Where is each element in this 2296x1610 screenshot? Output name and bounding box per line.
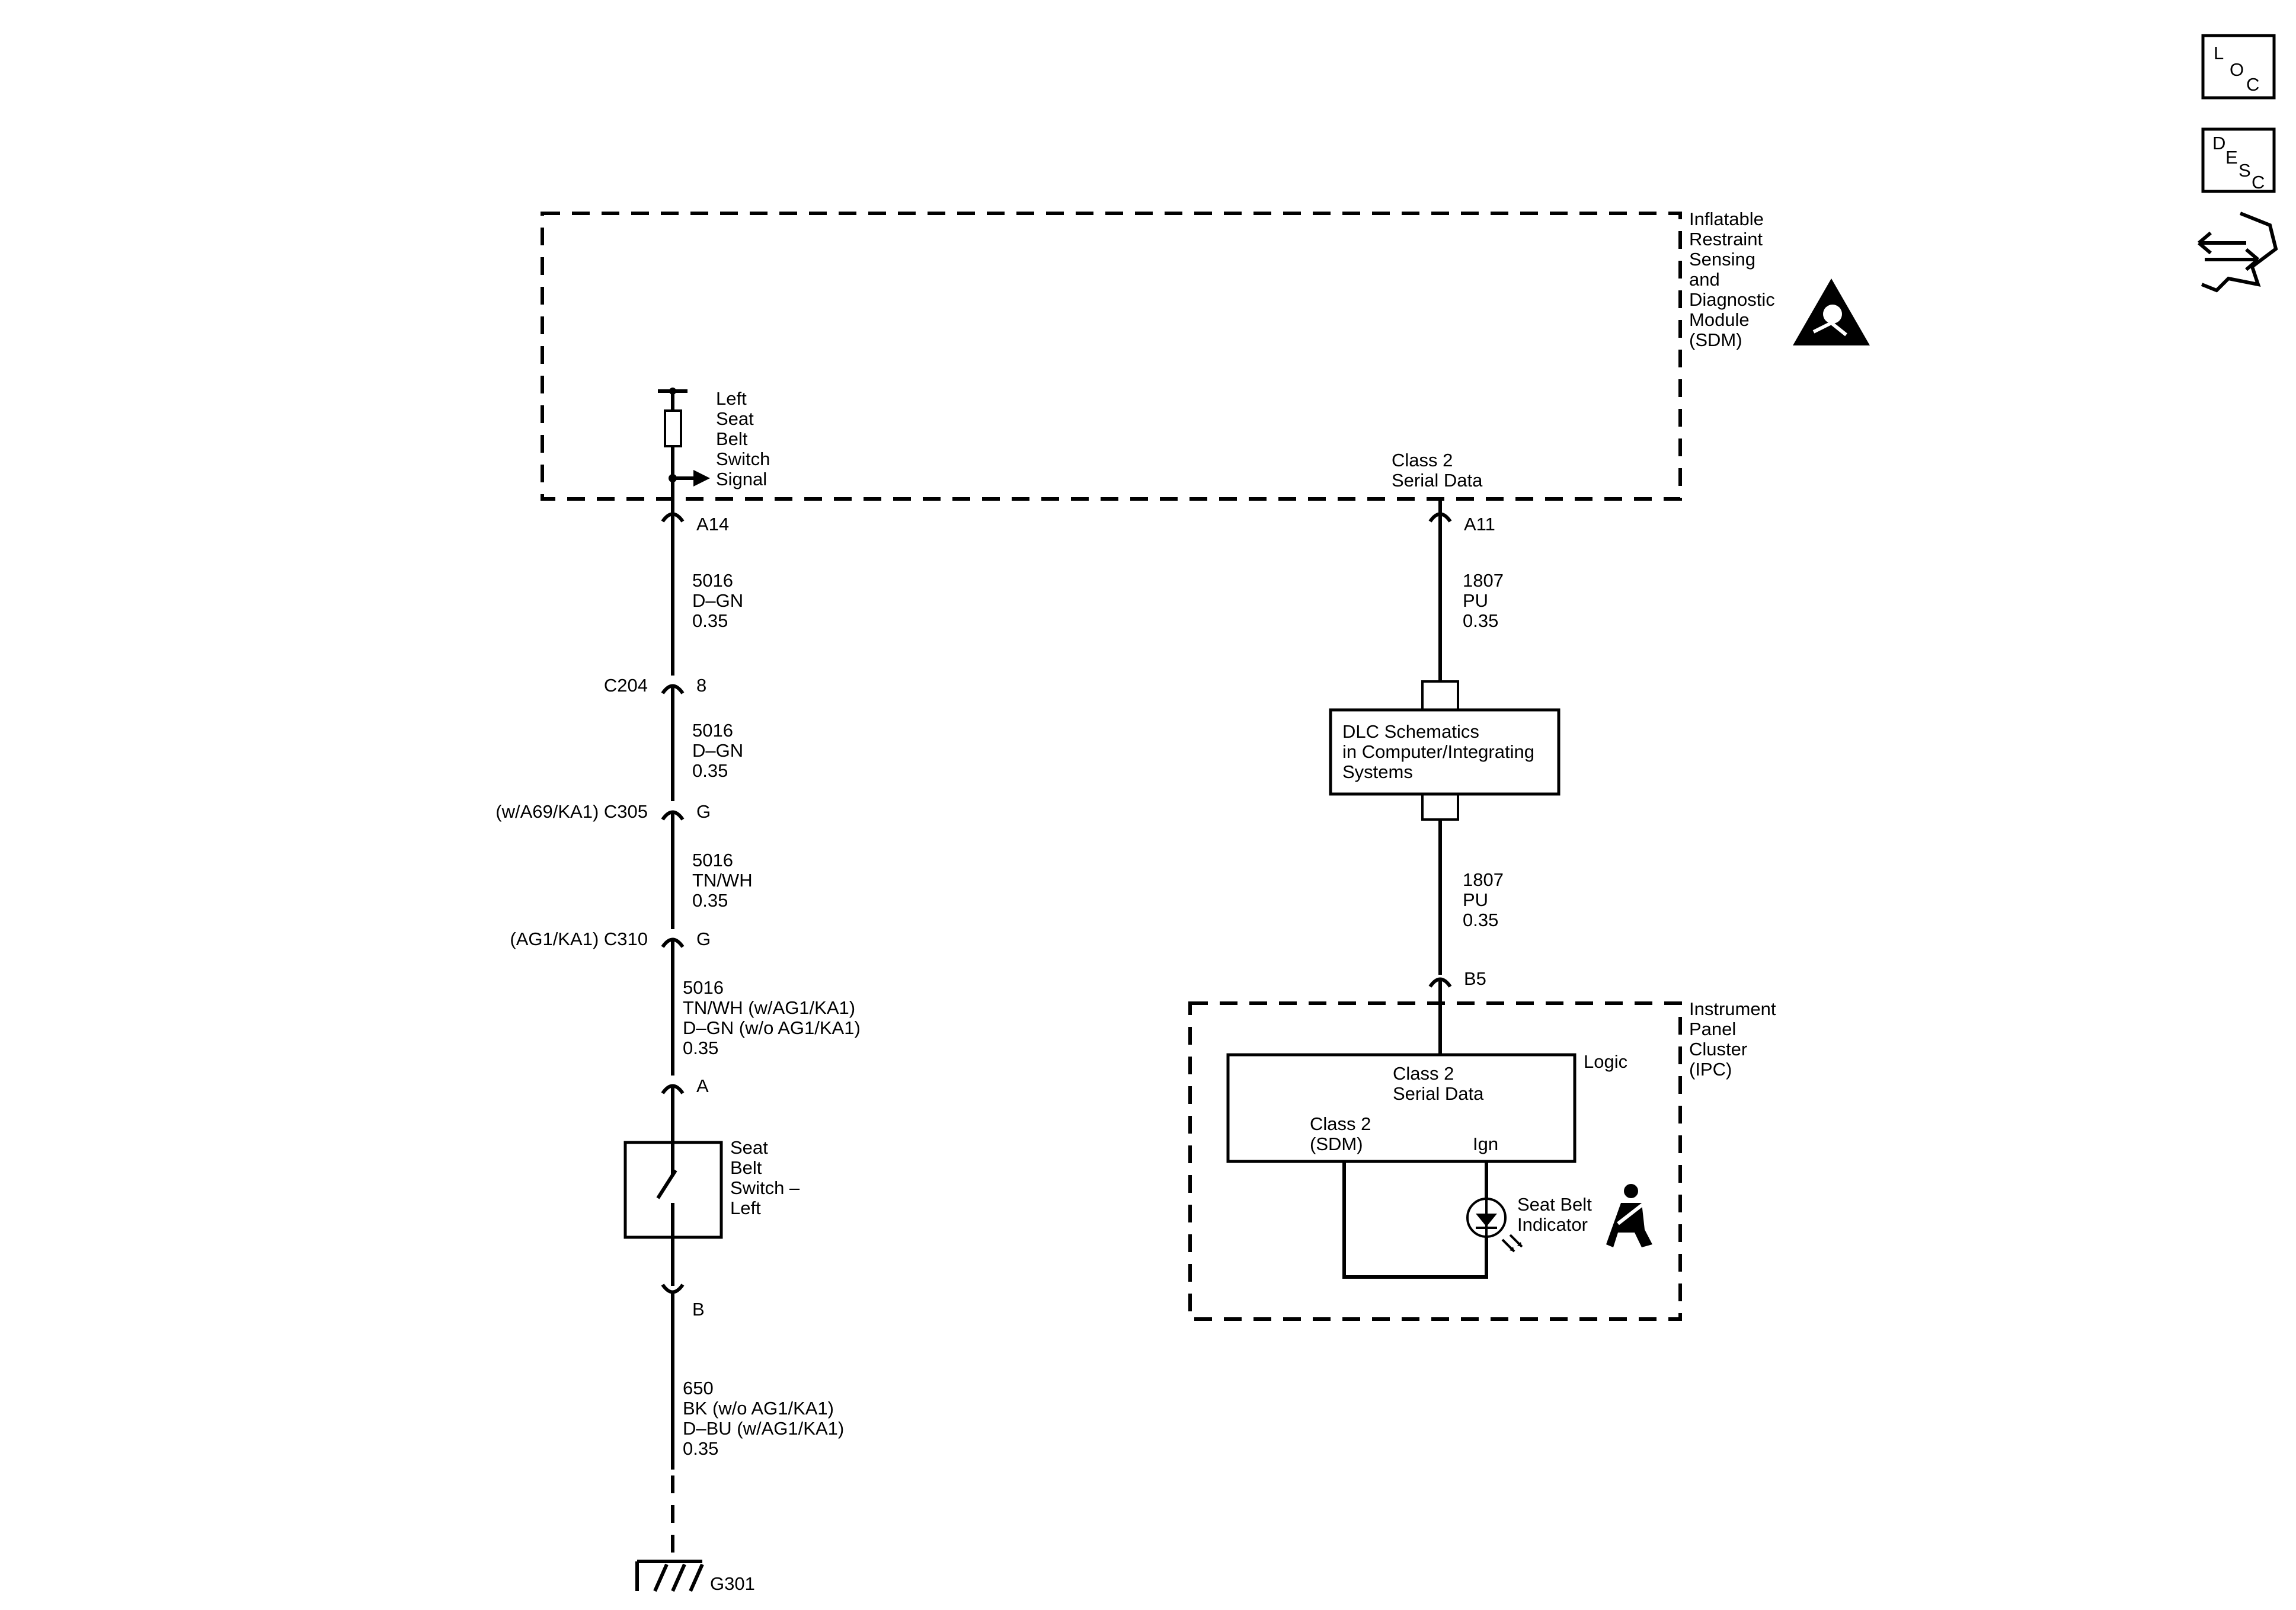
ipc-logic-box (1226, 1053, 1576, 1163)
connector-a14 (661, 512, 685, 523)
loc-letter-c: C (2246, 74, 2259, 95)
pin-a: A (696, 1076, 709, 1096)
c305-pin: G (696, 801, 711, 822)
sdm-enclosure (541, 212, 1682, 501)
sdm-class2-label: Class 2 Serial Data (1392, 450, 1483, 491)
indicator-loop-wire (1342, 1161, 1488, 1279)
led-indicator-icon (1466, 1198, 1523, 1253)
connector-c305 (661, 810, 685, 821)
ground-symbol-icon (635, 1560, 704, 1592)
ipc-class2-sdm-label: Class 2 (SDM) (1310, 1113, 1376, 1154)
dlc-schematics-box[interactable] (1329, 708, 1560, 796)
loc-letter-l: L (2214, 43, 2224, 63)
loc-letter-o: O (2230, 59, 2244, 80)
seat-belt-switch-label: Seat Belt Switch – Left (730, 1137, 805, 1218)
sdm-label: Inflatable Restraint Sensing and Diagnos… (1689, 209, 1780, 350)
c204-name: C204 (604, 675, 648, 696)
dlc-box-label: DLC Schematics in Computer/Integrating S… (1342, 721, 1540, 782)
right-wire1-label: 1807 PU 0.35 (1463, 570, 1509, 631)
desc-letter-d: D (2212, 133, 2225, 153)
desc-letter-e: E (2225, 147, 2238, 168)
wire2-label: 5016 D–GN 0.35 (692, 720, 749, 781)
connector-pin-a (661, 1084, 685, 1094)
ipc-enclosure (1188, 1001, 1682, 1321)
connector-pinout-icon[interactable] (2198, 212, 2278, 293)
pin-a14: A14 (696, 514, 729, 534)
right-wire2-label: 1807 PU 0.35 (1463, 869, 1509, 930)
wire3-label: 5016 TN/WH 0.35 (692, 850, 757, 911)
connector-c204 (661, 684, 685, 694)
seat-belt-person-icon (1606, 1184, 1652, 1247)
wire5-label: 650 BK (w/o AG1/KA1) D–BU (w/AG1/KA1) 0.… (683, 1378, 849, 1459)
desc-letter-s: S (2239, 160, 2251, 181)
c305-name: (w/A69/KA1) C305 (495, 801, 648, 822)
wire1-label: 5016 D–GN 0.35 (692, 570, 749, 631)
ipc-ign-label: Ign (1473, 1134, 1498, 1154)
ipc-logic-label: Logic (1584, 1051, 1627, 1072)
connector-c310 (661, 937, 685, 948)
pin-b5: B5 (1464, 968, 1486, 989)
desc-letter-c: C (2252, 172, 2265, 193)
wire4-label: 5016 TN/WH (w/AG1/KA1) D–GN (w/o AG1/KA1… (683, 977, 865, 1058)
switch-signal-circuit (658, 388, 710, 516)
signal-arrow-icon (693, 470, 710, 486)
c310-name: (AG1/KA1) C310 (510, 929, 648, 949)
ipc-label: Instrument Panel Cluster (IPC) (1689, 998, 1781, 1080)
seat-belt-indicator-label: Seat Belt Indicator (1517, 1194, 1597, 1235)
pin-b: B (692, 1299, 705, 1320)
ground-label: G301 (710, 1573, 755, 1594)
switch-contact (656, 1169, 677, 1199)
pin-a11: A11 (1464, 514, 1495, 534)
connector-b5 (1428, 977, 1452, 988)
pullup-resistor (664, 409, 682, 447)
ipc-serial-data-label: Class 2 Serial Data (1393, 1063, 1484, 1104)
c310-pin: G (696, 929, 711, 949)
airbag-warning-icon (1793, 279, 1870, 345)
c204-pin: 8 (696, 675, 706, 696)
desc-icon[interactable]: D E S C (2201, 127, 2276, 193)
loc-icon[interactable]: L O C (2201, 34, 2276, 100)
switch-signal-label: Left Seat Belt Switch Signal (716, 388, 775, 489)
